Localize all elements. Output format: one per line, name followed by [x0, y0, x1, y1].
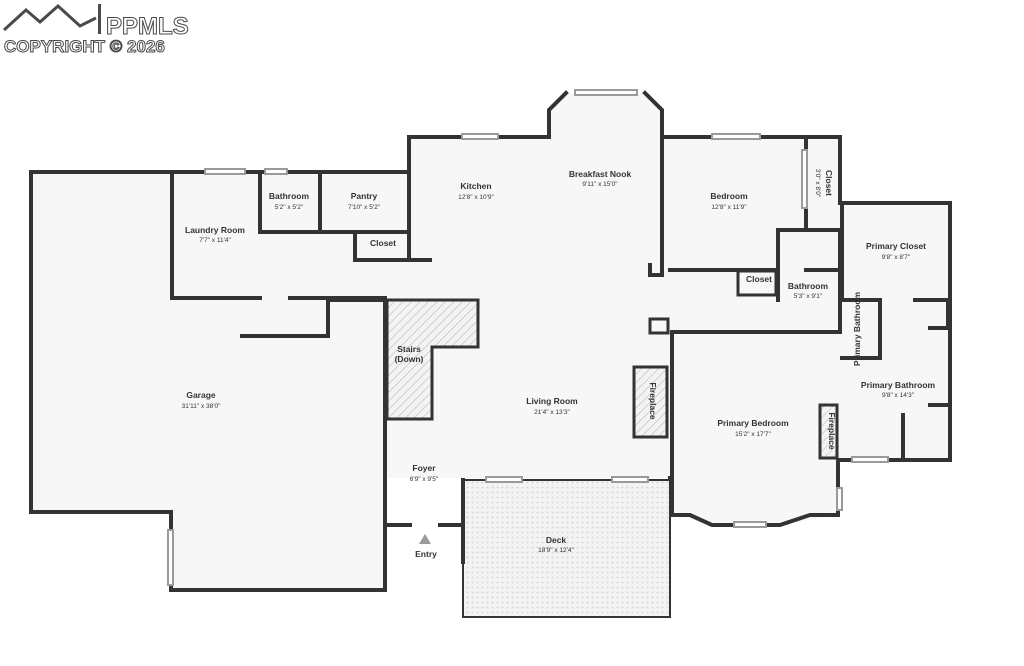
garage-dims: 31'11" x 38'0"	[182, 403, 221, 410]
living-room-name: Living Room	[526, 396, 578, 406]
primary-bedroom-dims: 15'2" x 17'7"	[735, 431, 771, 438]
fireplace-primary-label: Fireplace	[827, 412, 837, 450]
mountain-logo-icon	[2, 3, 97, 32]
garage-name: Garage	[186, 390, 216, 400]
room-labels: Garage 31'11" x 38'0" Laundry Room 7'7" …	[182, 169, 936, 559]
bathroom-2-name: Bathroom	[788, 281, 829, 291]
windows	[167, 89, 889, 586]
pantry-name: Pantry	[351, 191, 378, 201]
closet-bed-name: Closet	[824, 170, 834, 196]
bathroom-small-dims: 5'2" x 5'2"	[275, 204, 304, 211]
primary-bathroom-dims: 9'8" x 14'3"	[882, 392, 915, 399]
walls	[29, 90, 952, 592]
fireplaces	[632, 365, 839, 460]
entry-arrow-icon	[419, 534, 431, 544]
pantry-dims: 7'10" x 5'2"	[348, 204, 381, 211]
stairs-label: Stairs	[397, 344, 421, 354]
deck-area	[462, 479, 671, 618]
laundry-dims: 7'7" x 11'4"	[199, 237, 231, 244]
primary-bathroom-vertical-label: Primary Bathroom	[852, 291, 862, 366]
watermark: PPMLS COPYRIGHT © 2026	[2, 3, 189, 57]
primary-bathroom-name: Primary Bathroom	[861, 380, 936, 390]
watermark-brand: PPMLS	[106, 13, 189, 40]
primary-closet-name: Primary Closet	[866, 241, 926, 251]
kitchen-dims: 12'8" x 10'9"	[458, 194, 494, 201]
closet-bed-dims: 3'0" x 8'0"	[814, 169, 821, 198]
breakfast-nook-dims: 9'11" x 15'0"	[582, 181, 618, 188]
fireplace-living-label: Fireplace	[648, 382, 658, 420]
deck-name: Deck	[546, 535, 567, 545]
closet-hall-name: Closet	[370, 238, 396, 248]
stairs-down-label: (Down)	[395, 354, 424, 364]
bedroom-name: Bedroom	[710, 191, 748, 201]
watermark-copyright: COPYRIGHT © 2026	[4, 37, 165, 56]
kitchen-name: Kitchen	[460, 181, 491, 191]
bedroom-dims: 12'8" x 11'9"	[711, 204, 747, 211]
entry-label: Entry	[415, 549, 437, 559]
deck-dims: 18'9" x 12'4"	[538, 547, 574, 554]
bathroom-2-dims: 5'3" x 9'1"	[794, 293, 823, 300]
primary-bedroom-name: Primary Bedroom	[717, 418, 789, 428]
closet-small-name: Closet	[746, 274, 772, 284]
breakfast-nook-name: Breakfast Nook	[569, 169, 632, 179]
foyer-dims: 6'9" x 9'5"	[410, 476, 439, 483]
laundry-name: Laundry Room	[185, 225, 245, 235]
primary-closet-dims: 9'8" x 8'7"	[882, 254, 911, 261]
living-room-dims: 21'4" x 13'3"	[534, 409, 570, 416]
foyer-name: Foyer	[412, 463, 436, 473]
bathroom-small-name: Bathroom	[269, 191, 310, 201]
